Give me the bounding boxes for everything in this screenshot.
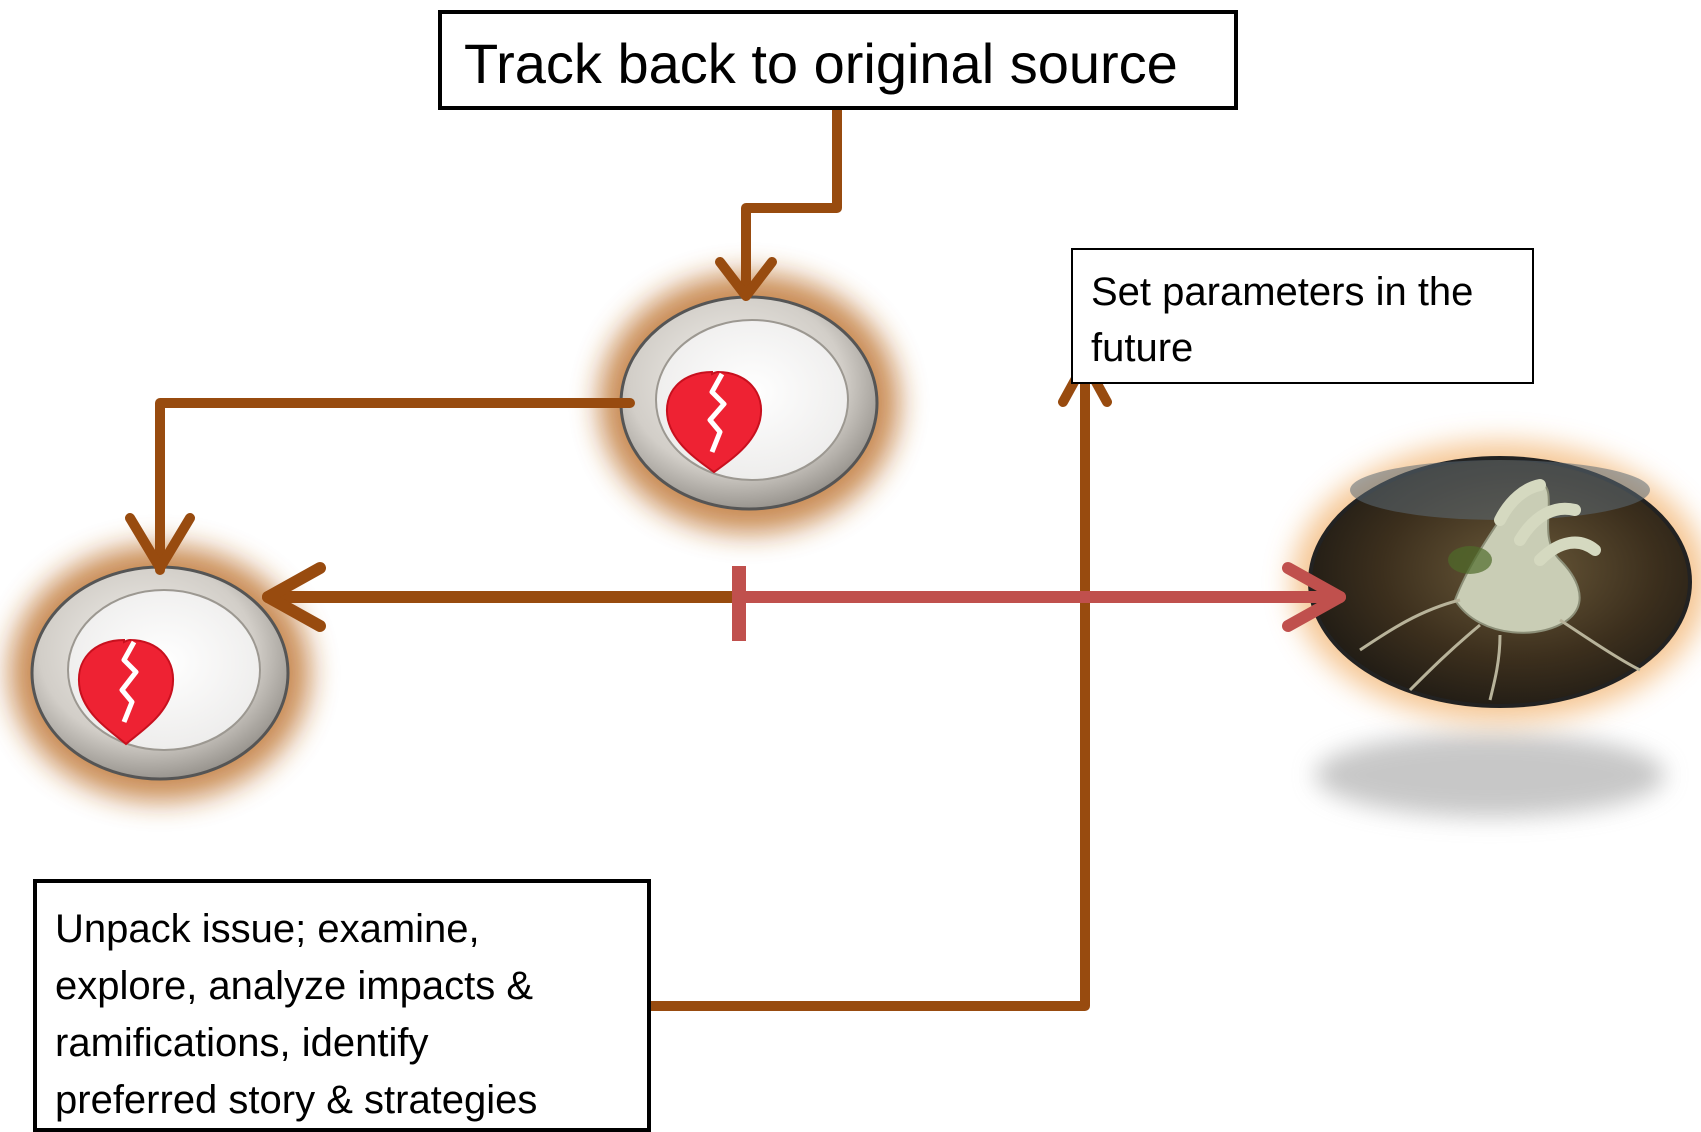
root-figure-image	[1292, 442, 1701, 817]
unpack-line-2: explore, analyze impacts &	[55, 964, 534, 1008]
connector-heart-to-heart	[125, 398, 635, 575]
broken-heart-icon	[10, 545, 310, 801]
track-back-label: Track back to original source	[464, 32, 1178, 95]
unpack-line-3: ramifications, identify	[55, 1021, 429, 1065]
unpack-line-4: preferred story & strategies	[55, 1078, 538, 1122]
unpack-issue-box: Unpack issue; examine, explore, analyze …	[33, 879, 651, 1132]
timeline-future-arrow	[732, 562, 1346, 632]
future-line-1: Set parameters in the	[1091, 270, 1474, 314]
future-parameters-box: Set parameters in the future	[1071, 248, 1534, 384]
future-line-2: future	[1091, 326, 1194, 370]
unpack-line-1: Unpack issue; examine,	[55, 907, 480, 951]
track-back-box: Track back to original source	[438, 10, 1238, 110]
timeline-past-arrow	[262, 562, 744, 632]
broken-heart-icon	[599, 273, 899, 533]
connector-title-to-heart	[715, 105, 842, 301]
